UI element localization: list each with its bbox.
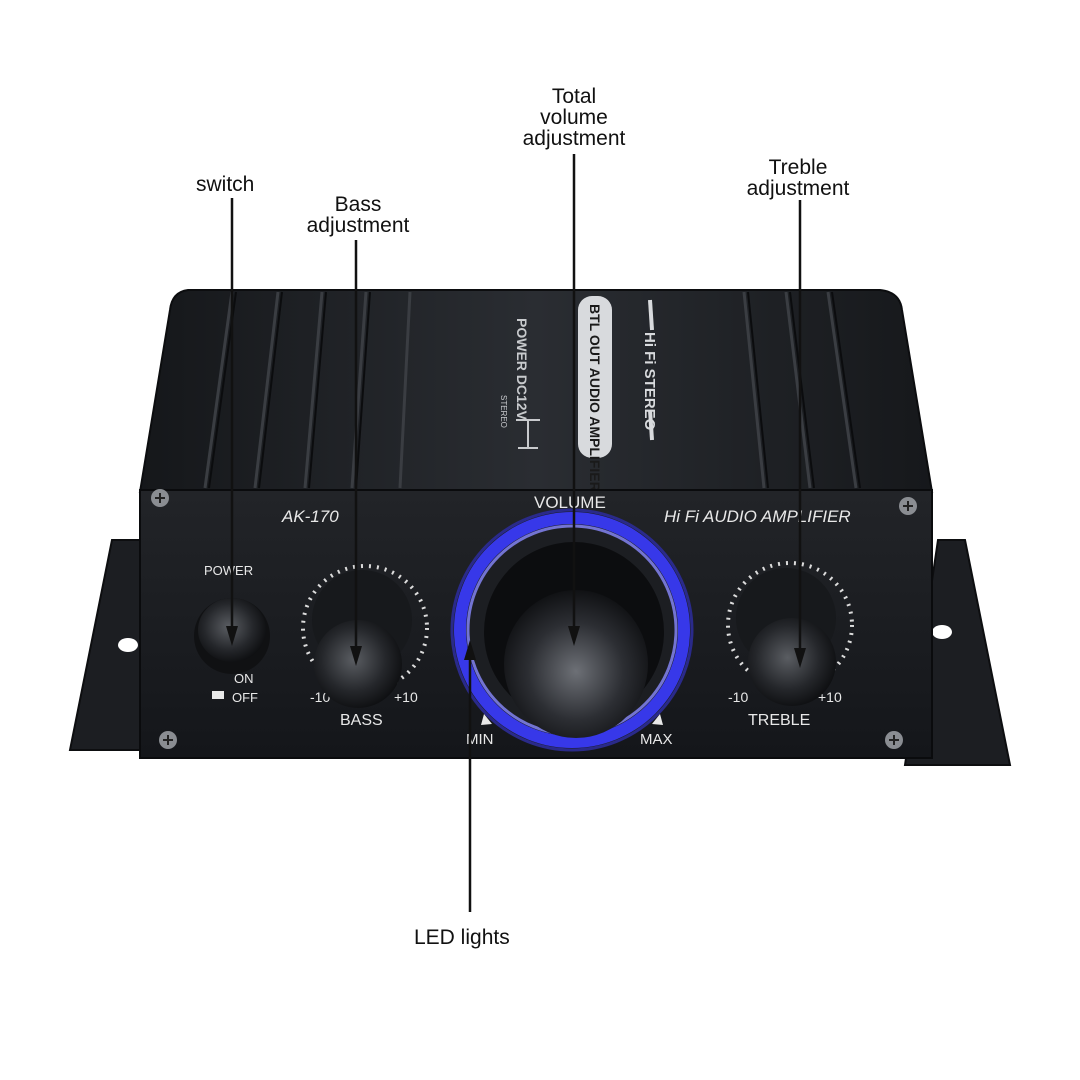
volume-callout: Total volume adjustment — [512, 86, 636, 149]
on-label: ON — [234, 671, 254, 686]
treble-callout-line2: adjustment — [746, 177, 850, 200]
power-label: POWER — [204, 563, 253, 578]
treble-minus-label: -10 — [728, 689, 748, 705]
bass-label: BASS — [340, 712, 383, 729]
brand-label: Hi Fi AUDIO AMPLIFIER — [664, 507, 851, 526]
volume-label: VOLUME — [534, 493, 606, 512]
bass-callout: Bass adjustment — [296, 194, 420, 236]
bass-knob[interactable] — [301, 564, 429, 708]
treble-knob[interactable] — [726, 561, 854, 706]
max-label: MAX — [640, 731, 673, 748]
bass-callout-line1: Bass — [334, 193, 382, 216]
callout-lines — [230, 154, 802, 912]
volume-callout-line2: volume — [540, 106, 608, 129]
treble-plus-label: +10 — [818, 689, 842, 705]
cooling-fins — [203, 291, 858, 489]
volume-callout-line3: adjustment — [522, 127, 626, 150]
switch-callout: switch — [196, 173, 255, 196]
top-hifi-text: Hi Fi STEREO — [641, 332, 658, 431]
screw-icon — [151, 489, 917, 749]
off-label: OFF — [232, 690, 258, 705]
treble-callout-line1: Treble — [768, 156, 828, 179]
top-power-dc-text: POWER DC12V — [514, 318, 530, 421]
top-badge — [578, 296, 612, 458]
led-callout: LED lights — [414, 926, 510, 949]
top-btl-text: BTL OUT AUDIO AMPLIFIER — [587, 304, 603, 492]
top-stereo-text: STEREO — [499, 395, 508, 428]
treble-callout: Treble adjustment — [736, 157, 860, 199]
min-label: MIN — [466, 731, 494, 748]
callout-arrowheads — [226, 626, 806, 668]
treble-label: TREBLE — [748, 712, 810, 729]
bass-callout-line2: adjustment — [306, 214, 410, 237]
volume-callout-line1: Total — [551, 85, 597, 108]
antenna-logo — [516, 419, 540, 449]
model-label: AK-170 — [281, 507, 339, 526]
bass-plus-label: +10 — [394, 689, 418, 705]
